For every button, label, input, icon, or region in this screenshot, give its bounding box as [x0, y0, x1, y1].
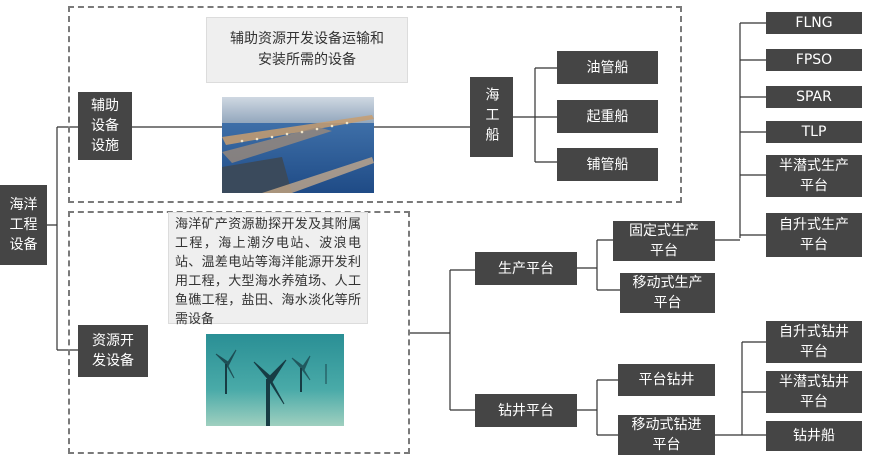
aux-frame — [68, 6, 682, 203]
res-label: 资源开 发设备 — [92, 333, 134, 369]
aux-node[interactable]: 辅助 设备 设施 — [78, 92, 132, 160]
fixed-type-tlp-label: TLP — [801, 124, 827, 140]
drill-node[interactable]: 钻井平台 — [475, 394, 577, 427]
aux-note-text: 辅助资源开发设备运输和 安装所需的设备 — [230, 31, 384, 68]
prod-label: 生产平台 — [498, 260, 554, 277]
prod-node[interactable]: 生产平台 — [475, 252, 577, 285]
fixed-type-flng[interactable]: FLNG — [766, 12, 862, 34]
drill-type-jackup[interactable]: 自升式钻井 平台 — [766, 321, 862, 363]
prod-fixed-label: 固定式生产 平台 — [629, 223, 699, 259]
ship-group-node[interactable]: 海工船 — [470, 77, 513, 157]
drill-platform-node[interactable]: 平台钻井 — [618, 364, 715, 396]
ship-crane-label: 起重船 — [586, 108, 629, 125]
fixed-type-semi-sub[interactable]: 半潜式生产 平台 — [766, 155, 862, 197]
drill-mobile-label: 移动式钻进 平台 — [631, 417, 702, 453]
fixed-type-tlp[interactable]: TLP — [766, 121, 862, 143]
root-label: 海洋 工程 设备 — [9, 197, 38, 253]
res-node[interactable]: 资源开 发设备 — [78, 325, 148, 377]
fixed-type-jackup[interactable]: 自升式生产 平台 — [766, 213, 862, 257]
ship-oil-pipe[interactable]: 油管船 — [557, 51, 658, 84]
fixed-type-fpso-label: FPSO — [795, 52, 833, 68]
fixed-type-spar[interactable]: SPAR — [766, 86, 862, 108]
drill-platform-label: 平台钻井 — [638, 372, 695, 388]
fixed-type-semi-sub-label: 半潜式生产 平台 — [779, 158, 849, 194]
drill-type-semi-sub-label: 半潜式钻井 平台 — [779, 374, 849, 410]
fixed-type-fpso[interactable]: FPSO — [766, 49, 862, 71]
prod-mobile-node[interactable]: 移动式生产 平台 — [620, 273, 715, 313]
fixed-type-flng-label: FLNG — [795, 15, 833, 31]
fixed-type-jackup-label: 自升式生产 平台 — [779, 217, 849, 253]
ship-group-label: 海工船 — [483, 87, 500, 147]
fixed-type-spar-label: SPAR — [796, 89, 832, 105]
drill-type-ship-label: 钻井船 — [793, 428, 835, 444]
drill-label: 钻井平台 — [498, 402, 554, 419]
drill-type-ship[interactable]: 钻井船 — [766, 421, 862, 451]
aux-note: 辅助资源开发设备运输和 安装所需的设备 — [206, 17, 408, 83]
ship-oil-pipe-label: 油管船 — [586, 59, 629, 76]
aux-label: 辅助 设备 设施 — [91, 98, 119, 154]
drill-type-semi-sub[interactable]: 半潜式钻井 平台 — [766, 371, 862, 413]
ship-pipelay-label: 铺管船 — [586, 156, 629, 173]
ship-pipelay[interactable]: 铺管船 — [557, 148, 658, 181]
prod-mobile-label: 移动式生产 平台 — [632, 275, 703, 311]
drill-type-jackup-label: 自升式钻井 平台 — [779, 324, 849, 360]
ship-crane[interactable]: 起重船 — [557, 100, 658, 133]
underwater-photo — [206, 334, 344, 426]
root-node[interactable]: 海洋 工程 设备 — [0, 185, 47, 265]
res-note: 海洋矿产资源勘探开发及其附属工程，海上潮汐电站、波浪电站、温差电站等海洋能源开发… — [168, 212, 368, 327]
port-photo — [222, 97, 374, 193]
drill-mobile-node[interactable]: 移动式钻进 平台 — [618, 415, 715, 455]
res-note-text: 海洋矿产资源勘探开发及其附属工程，海上潮汐电站、波浪电站、温差电站等海洋能源开发… — [175, 217, 361, 327]
prod-fixed-node[interactable]: 固定式生产 平台 — [613, 221, 715, 261]
